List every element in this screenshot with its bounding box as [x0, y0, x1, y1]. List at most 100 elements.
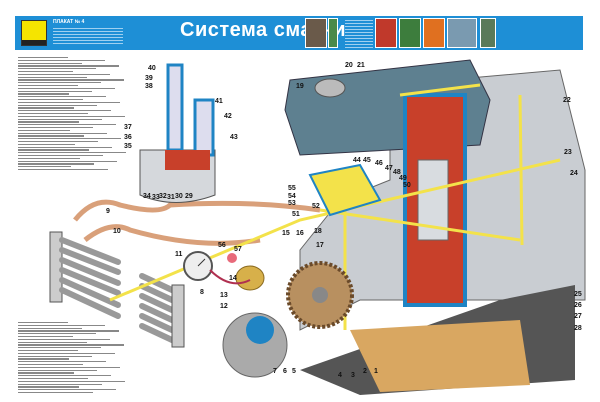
legend-line: [18, 372, 74, 374]
callout-15: 15: [282, 230, 290, 237]
legend-line: [18, 324, 105, 327]
callout-38: 38: [145, 83, 153, 90]
callout-9: 9: [106, 208, 110, 215]
legend-line: [18, 336, 73, 338]
legend-line: [18, 141, 98, 143]
legend-line: [18, 57, 68, 59]
magazine-list: [345, 18, 373, 48]
magazine-cover: [480, 18, 496, 48]
legend-line: [18, 361, 106, 363]
legend-line: [18, 330, 119, 332]
legend-line: [18, 380, 125, 383]
callout-37: 37: [124, 124, 132, 131]
callout-45: 45: [363, 157, 371, 164]
callout-56: 56: [218, 242, 226, 249]
sensor-wire: [209, 269, 251, 285]
callout-44: 44: [353, 157, 361, 164]
legend-line: [18, 160, 117, 162]
callout-12: 12: [220, 303, 228, 310]
callout-7: 7: [273, 368, 277, 375]
publisher-info: [53, 26, 123, 44]
magazine-cover: [399, 18, 421, 48]
legend-line: [18, 392, 93, 394]
legend-line: [18, 383, 102, 385]
page-title: Система смазки: [180, 19, 346, 41]
callout-48: 48: [393, 169, 401, 176]
callout-40: 40: [148, 65, 156, 72]
legend-line: [18, 71, 73, 73]
legend-line: [18, 149, 89, 151]
callout-52: 52: [312, 203, 320, 210]
callout-41: 41: [215, 98, 223, 105]
legend-line: [18, 107, 74, 109]
oil-cooler: [49, 231, 185, 348]
legend-line: [18, 59, 105, 62]
callout-21: 21: [357, 62, 365, 69]
legend-line: [18, 327, 82, 329]
legend-line: [18, 62, 82, 64]
callout-10: 10: [113, 228, 121, 235]
oil-filter: [308, 163, 382, 217]
legend-line: [18, 333, 96, 335]
legend-line: [18, 76, 87, 78]
magazine-cover: [423, 18, 445, 48]
engine-block: [284, 59, 586, 395]
legend-line: [18, 389, 116, 391]
legend-line: [18, 350, 78, 352]
legend-line: [18, 138, 121, 140]
callout-23: 23: [564, 149, 572, 156]
callout-42: 42: [224, 113, 232, 120]
callout-16: 16: [296, 230, 304, 237]
callout-28: 28: [574, 325, 582, 332]
callout-43: 43: [230, 134, 238, 141]
poster-number: ПЛАКАТ № 4: [53, 19, 85, 25]
callout-30: 30: [175, 193, 183, 200]
callout-25: 25: [574, 291, 582, 298]
legend-line: [18, 104, 97, 106]
callout-51: 51: [292, 211, 300, 218]
callout-20: 20: [345, 62, 353, 69]
callout-39: 39: [145, 75, 153, 82]
legend-line: [18, 127, 93, 129]
legend-line: [18, 358, 69, 360]
callout-22: 22: [563, 97, 571, 104]
legend-line: [18, 364, 83, 366]
legend-line: [18, 132, 107, 134]
oil-pump-section: [139, 63, 216, 203]
callout-6: 6: [283, 368, 287, 375]
legend-line: [18, 118, 102, 120]
legend-line: [18, 85, 78, 87]
legend-line: [18, 322, 68, 324]
legend-line: [18, 90, 92, 92]
callout-27: 27: [574, 313, 582, 320]
legend-line: [18, 347, 101, 349]
legend-line: [18, 99, 83, 101]
callout-53: 53: [288, 200, 296, 207]
callout-57: 57: [234, 246, 242, 253]
legend-line: [18, 115, 125, 118]
warning-lamp: [227, 253, 237, 263]
legend-line: [18, 113, 88, 115]
legend-line: [18, 338, 110, 341]
callout-55: 55: [288, 185, 296, 192]
magazine-cover: [328, 18, 338, 48]
legend-line: [18, 93, 69, 95]
callout-34: 34: [143, 193, 151, 200]
magazine-cover: [375, 18, 397, 48]
callout-32: 32: [159, 193, 167, 200]
legend-line: [18, 68, 96, 70]
legend-line: [18, 386, 79, 388]
header-banner: ПЛАКАТ № 4 Система смазки: [15, 16, 583, 50]
magazine-cover: [305, 18, 327, 48]
legend-line: [18, 121, 79, 123]
legend-line: [18, 73, 110, 76]
magazine-cover: [447, 18, 477, 48]
legend-line: [18, 146, 112, 148]
legend-line: [18, 341, 87, 343]
callout-47: 47: [385, 165, 393, 172]
legend-line: [18, 79, 124, 81]
callout-24: 24: [570, 170, 578, 177]
callout-8: 8: [200, 289, 204, 296]
legend-line: [18, 87, 115, 90]
